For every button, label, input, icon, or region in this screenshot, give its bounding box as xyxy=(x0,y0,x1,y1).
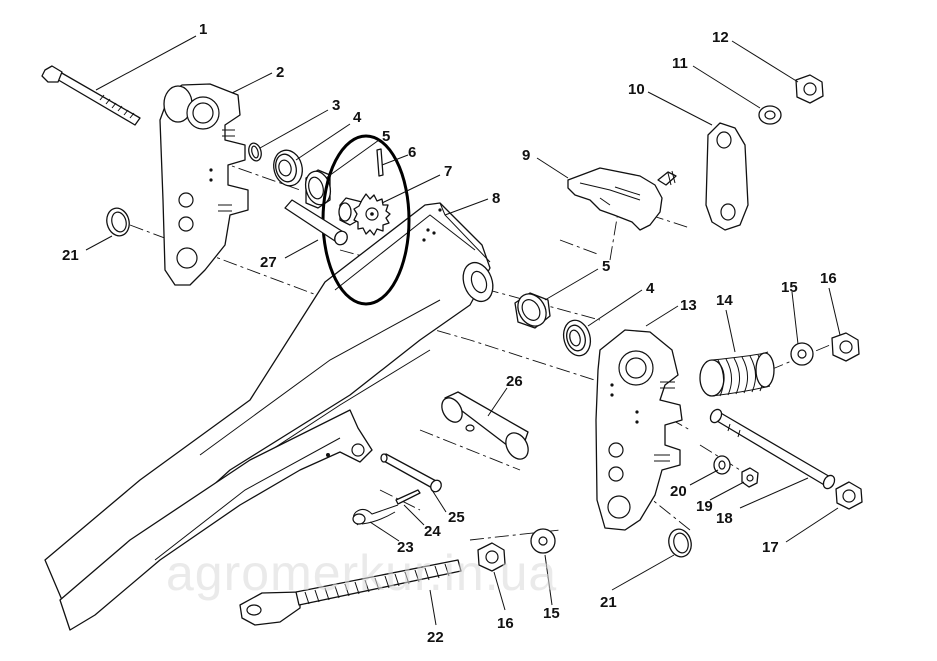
callout-25: 25 xyxy=(448,509,465,526)
r-clip-part-23 xyxy=(352,504,399,526)
callout-5-lower: 5 xyxy=(602,258,610,275)
pin-part-26 xyxy=(441,391,529,460)
bearing-part-4-upper xyxy=(273,149,303,187)
callout-10: 10 xyxy=(628,81,645,98)
nut-part-16-upper xyxy=(831,332,860,362)
callout-7: 7 xyxy=(444,163,452,180)
washer-part-15-upper xyxy=(790,342,814,366)
callout-14: 14 xyxy=(716,292,733,309)
callout-labels: 1 2 3 4 5 6 7 8 9 10 11 12 21 27 5 4 13 … xyxy=(62,21,837,646)
callout-17: 17 xyxy=(762,539,779,556)
callout-11: 11 xyxy=(672,55,688,72)
callout-4-lower: 4 xyxy=(646,280,655,297)
split-pin-part-24 xyxy=(395,489,421,505)
callout-15-lower: 15 xyxy=(543,605,560,622)
right-plate-part-13 xyxy=(595,329,683,531)
clevis-pin-part-25 xyxy=(380,453,442,493)
washer-part-11 xyxy=(758,105,782,125)
nut-part-17 xyxy=(835,481,863,510)
sprocket-part-7 xyxy=(338,193,391,236)
callout-15-upper: 15 xyxy=(781,279,798,296)
callout-22: 22 xyxy=(427,629,444,646)
bolt-part-1 xyxy=(41,65,141,126)
callout-18: 18 xyxy=(716,510,733,527)
main-arm xyxy=(44,202,494,631)
callout-3: 3 xyxy=(332,97,340,114)
callout-23: 23 xyxy=(397,539,414,556)
callout-24: 24 xyxy=(424,523,441,540)
circlip-part-21-lower xyxy=(668,528,692,558)
latch-bracket-part-9 xyxy=(567,167,677,231)
callout-5: 5 xyxy=(382,128,390,145)
nut-part-19 xyxy=(741,467,759,488)
callout-20: 20 xyxy=(670,483,687,500)
callout-21-upper: 21 xyxy=(62,247,79,264)
washer-part-15-lower xyxy=(530,528,556,554)
callout-9: 9 xyxy=(522,147,530,164)
callout-19: 19 xyxy=(696,498,713,515)
bearing-part-4-lower xyxy=(562,319,592,357)
watermark: agromerkur.in.ua xyxy=(166,545,557,601)
callout-2: 2 xyxy=(276,64,284,81)
callout-6: 6 xyxy=(408,144,416,161)
circlip-part-3 xyxy=(248,142,262,162)
callout-16-upper: 16 xyxy=(820,270,837,287)
callout-8: 8 xyxy=(492,190,500,207)
pin-part-6 xyxy=(376,148,384,177)
callout-27: 27 xyxy=(260,254,277,271)
callout-13: 13 xyxy=(680,297,697,314)
callout-21-lower: 21 xyxy=(600,594,617,611)
washer-part-20 xyxy=(713,455,731,475)
callout-16-lower: 16 xyxy=(497,615,514,632)
callout-1: 1 xyxy=(199,21,207,38)
callout-26: 26 xyxy=(506,373,523,390)
leader-lines xyxy=(85,35,841,626)
spring-part-14 xyxy=(699,351,775,397)
bushing-part-5-lower xyxy=(514,292,551,329)
callout-4: 4 xyxy=(353,109,362,126)
sleeve-part-27 xyxy=(284,199,348,246)
left-plate-part-2 xyxy=(159,83,249,286)
circlip-part-21-upper xyxy=(106,207,130,237)
threaded-rod-part-22 xyxy=(239,559,462,626)
nut-part-16-lower xyxy=(477,542,506,572)
rod-part-18 xyxy=(709,408,836,490)
nut-part-12 xyxy=(795,74,824,104)
callout-12: 12 xyxy=(712,29,729,46)
link-plate-part-10 xyxy=(705,122,749,231)
